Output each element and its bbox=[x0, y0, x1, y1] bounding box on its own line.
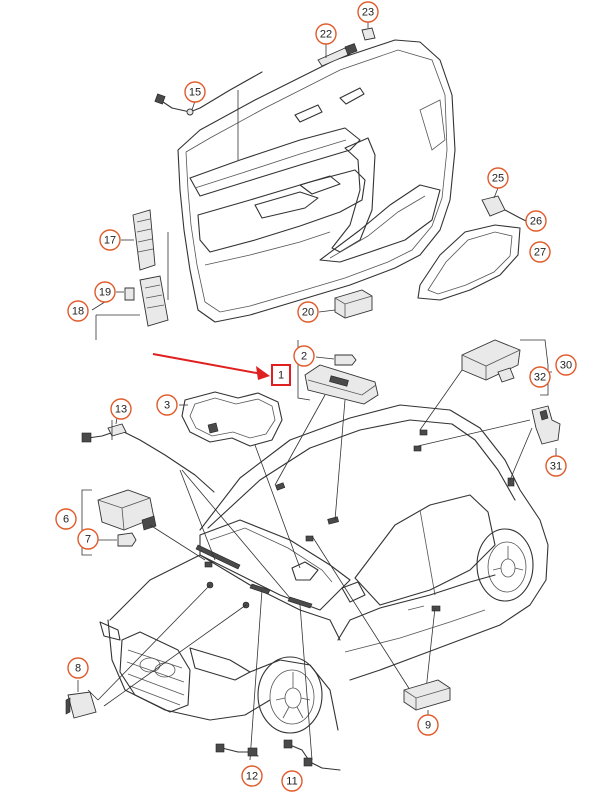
callout-30-number: 30 bbox=[560, 360, 572, 372]
callout-22-number: 22 bbox=[320, 29, 332, 41]
callout-9-circle bbox=[417, 714, 439, 736]
callout-25-circle bbox=[487, 167, 509, 189]
callout-31-number: 31 bbox=[550, 461, 562, 473]
callout-18-number: 18 bbox=[72, 306, 84, 318]
callout-13: 13 bbox=[110, 398, 132, 420]
callout-1: 1 bbox=[271, 364, 291, 386]
callout-20: 20 bbox=[297, 301, 319, 323]
callout-6-number: 6 bbox=[63, 514, 69, 526]
part-13-sensor bbox=[81, 409, 215, 493]
callout-11-circle bbox=[281, 770, 303, 792]
callout-18-circle bbox=[67, 300, 89, 322]
part-2-bulb bbox=[315, 354, 357, 366]
part-8-connector bbox=[65, 680, 97, 719]
callout-22-circle bbox=[315, 23, 337, 45]
highlight-arrow bbox=[152, 353, 270, 380]
callout-22: 22 bbox=[315, 23, 337, 45]
front-wheel bbox=[257, 656, 323, 734]
callout-11: 11 bbox=[281, 770, 303, 792]
callout-8: 8 bbox=[67, 657, 89, 679]
callout-9-number: 9 bbox=[425, 720, 431, 732]
callout-1-highlight-box bbox=[271, 364, 291, 386]
part-7-bulb bbox=[98, 532, 137, 547]
callout-26: 26 bbox=[525, 210, 547, 232]
callout-19: 19 bbox=[94, 281, 116, 303]
callout-6: 6 bbox=[55, 508, 77, 530]
part-27-light-strip bbox=[417, 224, 521, 301]
callout-12-circle bbox=[241, 765, 263, 787]
rear-wheel bbox=[476, 528, 534, 602]
door-trim-panel bbox=[177, 39, 456, 323]
callout-17-circle bbox=[99, 229, 121, 251]
callout-31-circle bbox=[545, 455, 567, 477]
callout-19-circle bbox=[94, 281, 116, 303]
callout-15-number: 15 bbox=[189, 87, 201, 99]
callout-8-number: 8 bbox=[75, 663, 81, 675]
part-31-bracket bbox=[531, 405, 561, 456]
part-3-lens-gasket bbox=[179, 391, 283, 447]
callout-6-circle bbox=[55, 508, 77, 530]
callout-23: 23 bbox=[357, 1, 379, 23]
callout-2: 2 bbox=[293, 345, 315, 367]
callout-3-number: 3 bbox=[164, 400, 170, 412]
callout-27: 27 bbox=[529, 241, 551, 263]
callout-1-number: 1 bbox=[278, 370, 284, 382]
car-body bbox=[99, 404, 549, 734]
callout-30: 30 bbox=[555, 354, 577, 376]
callout-3: 3 bbox=[156, 394, 178, 416]
callout-17-number: 17 bbox=[104, 235, 116, 247]
callout-32: 32 bbox=[529, 366, 551, 388]
part-22-connector bbox=[317, 43, 358, 67]
part-15-sensor bbox=[154, 71, 263, 116]
callout-26-number: 26 bbox=[530, 216, 542, 228]
callout-20-circle bbox=[297, 301, 319, 323]
part-9-module bbox=[403, 679, 451, 716]
callout-32-number: 32 bbox=[534, 372, 546, 384]
part-11-sensor bbox=[283, 739, 341, 771]
callout-18: 18 bbox=[67, 300, 89, 322]
callout-3-circle bbox=[156, 394, 178, 416]
part-23-lamp-socket bbox=[361, 20, 376, 41]
callout-30-circle bbox=[555, 354, 577, 376]
callout-15: 15 bbox=[184, 81, 206, 103]
callout-31: 31 bbox=[545, 455, 567, 477]
callout-12-number: 12 bbox=[246, 771, 258, 783]
callout-27-circle bbox=[529, 241, 551, 263]
callout-12: 12 bbox=[241, 765, 263, 787]
callout-17: 17 bbox=[99, 229, 121, 251]
callout-20-number: 20 bbox=[302, 307, 314, 319]
part-30-interior-light bbox=[461, 339, 521, 383]
callout-27-number: 27 bbox=[534, 247, 546, 259]
callout-13-number: 13 bbox=[115, 404, 127, 416]
callout-15-circle bbox=[184, 81, 206, 103]
callout-25-number: 25 bbox=[492, 173, 504, 185]
callout-23-circle bbox=[357, 1, 379, 23]
callout-32-circle bbox=[529, 366, 551, 388]
callout-7-number: 7 bbox=[85, 534, 91, 546]
callout-9: 9 bbox=[417, 714, 439, 736]
callout-8-circle bbox=[67, 657, 89, 679]
door-leader-lines bbox=[91, 90, 239, 340]
part-17-grille bbox=[121, 209, 156, 271]
callout-7-circle bbox=[77, 528, 99, 550]
callout-26-circle bbox=[525, 210, 547, 232]
callout-13-circle bbox=[110, 398, 132, 420]
part-20-module bbox=[318, 289, 373, 319]
part-25-switch bbox=[481, 187, 529, 223]
part-18-housing bbox=[116, 275, 169, 327]
part-12-sensor bbox=[215, 743, 259, 757]
callout-23-number: 23 bbox=[362, 7, 374, 19]
callout-25: 25 bbox=[487, 167, 509, 189]
callout-2-number: 2 bbox=[301, 351, 307, 363]
car-leader-lines bbox=[87, 369, 533, 761]
callout-2-circle bbox=[293, 345, 315, 367]
callout-11-number: 11 bbox=[286, 776, 297, 788]
callout-19-number: 19 bbox=[99, 287, 111, 299]
callout-7: 7 bbox=[77, 528, 99, 550]
